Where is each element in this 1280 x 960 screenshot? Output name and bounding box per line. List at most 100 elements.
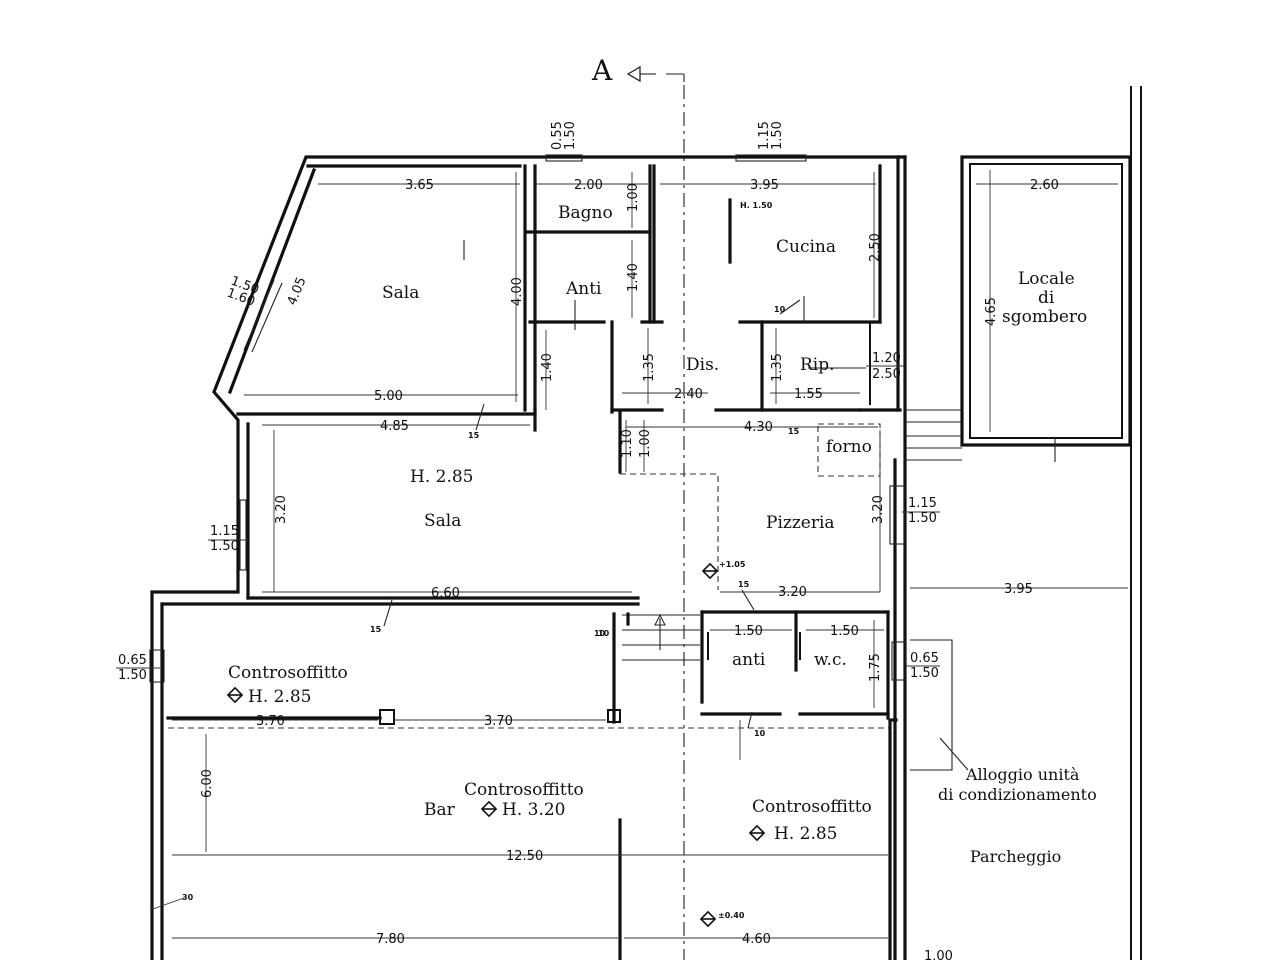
room-label-locale-3: sgombero [1002,307,1087,327]
leader-lines [383,240,866,729]
wall-mark: 15 [788,427,800,436]
dim-label: 1.10 [620,429,635,458]
room-label-locale-1: Locale [1018,269,1075,289]
outer-walls [150,155,907,960]
section-letter: A [591,54,613,87]
wall-mark: 10 [754,729,766,738]
dimension-labels: 3.65 2.00 3.95 2.60 5.00 2.40 1.55 4.85 … [256,178,1059,960]
wall-mark: 30 [182,893,194,902]
room-label-anti-top: Anti [565,279,602,299]
dim-label: 1.00 [638,429,653,458]
interior-walls [236,164,902,474]
room-label-sala-top: Sala [382,283,419,303]
service-block-walls [700,610,890,720]
counter-outline [620,473,719,590]
room-label-locale-2: di [1038,288,1055,308]
room-label-bar: Bar [424,800,456,820]
dim-label: 2.50 [868,233,883,262]
dim-label: H. 1.50 [740,201,773,210]
dim-label: 2.60 [1030,178,1059,193]
window-label: 0.65 [118,653,147,668]
dimension-labels-vertical: 1.00 1.40 2.50 4.00 4.65 1.35 1.35 1.40 … [200,183,999,798]
dim-label: 1.75 [868,653,883,682]
room-label-parcheggio: Parcheggio [970,847,1061,866]
dim-label: 3.95 [750,178,779,193]
wall-mark: 10 [774,305,786,314]
dim-label: 4.30 [744,420,773,435]
window-label: 0.65 [910,651,939,666]
window-label: 0.55 [550,121,565,150]
dim-label: 3.95 [1004,582,1033,597]
dim-label: 3.20 [778,585,807,600]
dim-label: 4.65 [984,297,999,326]
dim-label: 6.00 [200,769,215,798]
note-alloggio-2: di condizionamento [938,785,1097,804]
dim-label: 1.00 [924,949,953,960]
room-label-controsoffitto-1: Controsoffitto [228,663,348,683]
wall-thickness-marks: 10 15 15 15 10 15 10 10 30 [182,305,800,902]
room-label-pizzeria: Pizzeria [766,513,835,533]
dim-label: 5.00 [374,389,403,404]
dim-label: 12.50 [506,849,543,864]
dim-label: 3.20 [871,495,886,524]
window-labels: 0.55 1.50 1.15 1.50 1.50 1.60 1.20 2.50 … [118,121,939,683]
bar-area-walls [166,612,898,960]
dim-label: 1.55 [794,387,823,402]
wall-mark: 10 [594,629,606,638]
level-marker-icon [480,800,498,818]
dim-label: 3.20 [274,495,289,524]
dim-label: 4.05 [285,275,310,307]
room-label-dis: Dis. [686,355,719,375]
room-label-sala-main: Sala [424,511,461,531]
storage-room-walls [960,155,1132,462]
dim-label: 7.80 [376,932,405,947]
dim-label: 3.70 [484,714,513,729]
dimension-lines [116,170,1128,939]
dim-label: 2.00 [574,178,603,193]
wall-mark: 15 [738,580,750,589]
window-label: 1.15 [757,121,772,150]
level-label: ±0.40 [718,911,745,920]
ac-unit-outline [910,639,953,771]
window-label: 1.50 [770,121,785,150]
room-label-controsoffitto-3: Controsoffitto [752,797,872,817]
level-marker-icon [226,686,244,704]
wall-mark: 10 [598,629,610,638]
dim-label: 1.50 [734,624,763,639]
level-marker-icon [701,562,719,580]
window-label: 1.50 [118,668,147,683]
window-label: 1.50 [210,539,239,554]
room-label-controsoffitto-2: Controsoffitto [464,780,584,800]
window-label: 1.20 [872,351,901,366]
level-label: +1.05 [719,560,746,569]
room-label-anti-bottom: anti [732,650,766,670]
dim-label: 1.35 [770,353,785,382]
dim-label: 2.40 [674,387,703,402]
room-label-bagno: Bagno [558,203,613,223]
dim-label: 4.00 [510,277,525,306]
window-label: 1.15 [908,496,937,511]
dim-label: 1.50 [830,624,859,639]
room-height-controsoffitto-3: H. 2.85 [774,824,837,844]
windows [149,154,907,683]
window-label: 1.50 [910,666,939,681]
window-label: 1.50 [908,511,937,526]
section-arrow-icon [626,65,685,83]
level-marker-icon [699,910,717,928]
room-height-sala-main: H. 2.85 [410,467,473,487]
room-label-rip: Rip. [800,355,835,375]
dim-label: 6.60 [431,586,460,601]
level-marker-icon [748,824,766,842]
room-label-wc: w.c. [814,650,847,670]
room-label-cucina: Cucina [776,237,836,257]
stairs [622,409,962,661]
window-label: 1.50 [563,121,578,150]
dim-label: 4.60 [742,932,771,947]
room-label-forno: forno [826,437,872,457]
dim-label: 3.70 [256,714,285,729]
dim-label: 1.40 [540,353,555,382]
oven-outline [817,423,881,477]
dim-label: 1.40 [626,263,641,292]
dim-label: 3.65 [405,178,434,193]
